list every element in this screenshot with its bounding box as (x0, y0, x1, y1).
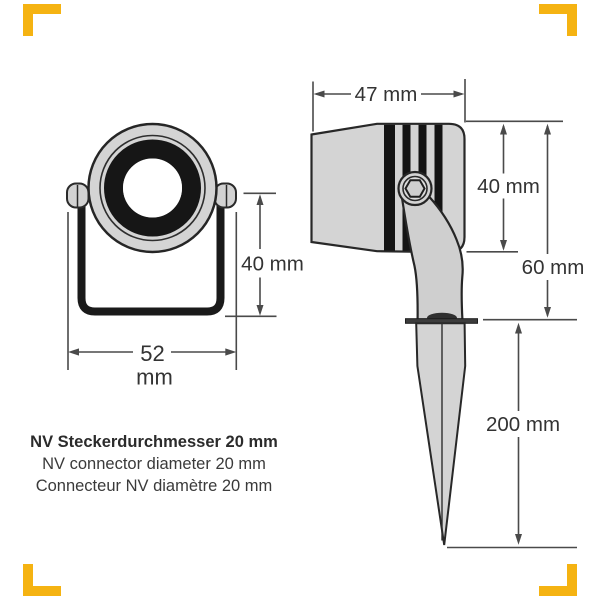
corner-mark-top-left-icon (23, 4, 61, 36)
connector-notes: NV Steckerdurchmesser 20 mm NV connector… (12, 431, 296, 497)
corner-mark-bottom-left-icon (23, 564, 61, 596)
arrow-down-icon (256, 305, 264, 316)
lens-dark-ring (104, 139, 201, 237)
arrow-down-icon (544, 307, 551, 318)
bezel-ring (99, 134, 206, 242)
arrow-up-icon (544, 123, 551, 135)
front-width-dimension (67, 212, 238, 370)
mounting-bracket (77, 190, 225, 316)
front-height-label: 40 mm (241, 253, 304, 276)
arrow-up-icon (256, 194, 264, 205)
spike-length-dimension (447, 322, 577, 549)
hex-bolt-head-icon (404, 179, 426, 198)
arrow-down-icon (515, 534, 522, 545)
corner-mark-bottom-right-icon (539, 564, 577, 596)
side-overall-height-dimension (544, 123, 551, 318)
side-body-height-label: 40 mm (477, 175, 540, 198)
arrow-down-icon (500, 240, 507, 251)
front-height-dimension (225, 192, 277, 318)
front-width-unit-label: mm (136, 365, 173, 390)
heatsink-fin (384, 124, 395, 251)
ground-spike (415, 322, 467, 546)
arrow-right-icon (453, 90, 465, 98)
front-view (66, 122, 237, 316)
side-overall-height-label: 60 mm (522, 256, 585, 279)
note-german: NV Steckerdurchmesser 20 mm (30, 433, 278, 451)
knob-divider-line (76, 185, 228, 207)
support-arm (400, 195, 464, 321)
arrow-up-icon (500, 123, 507, 135)
side-width-label: 47 mm (355, 83, 418, 106)
arrow-right-icon (225, 348, 237, 356)
lens-center (123, 158, 182, 218)
corner-mark-top-right-icon (539, 4, 577, 36)
arrow-left-icon (68, 348, 79, 356)
arrow-up-icon (515, 322, 522, 334)
side-width-dimension (312, 79, 466, 132)
heatsink-fin (434, 124, 443, 251)
side-body-height-dimension (466, 123, 518, 253)
note-french: Connecteur NV diamètre 20 mm (35, 477, 273, 495)
spike-length-label: 200 mm (486, 413, 560, 436)
arrow-left-icon (313, 90, 325, 98)
front-width-value-label: 52 (140, 341, 164, 366)
note-english: NV connector diameter 20 mm (42, 455, 266, 473)
side-view (310, 122, 478, 546)
